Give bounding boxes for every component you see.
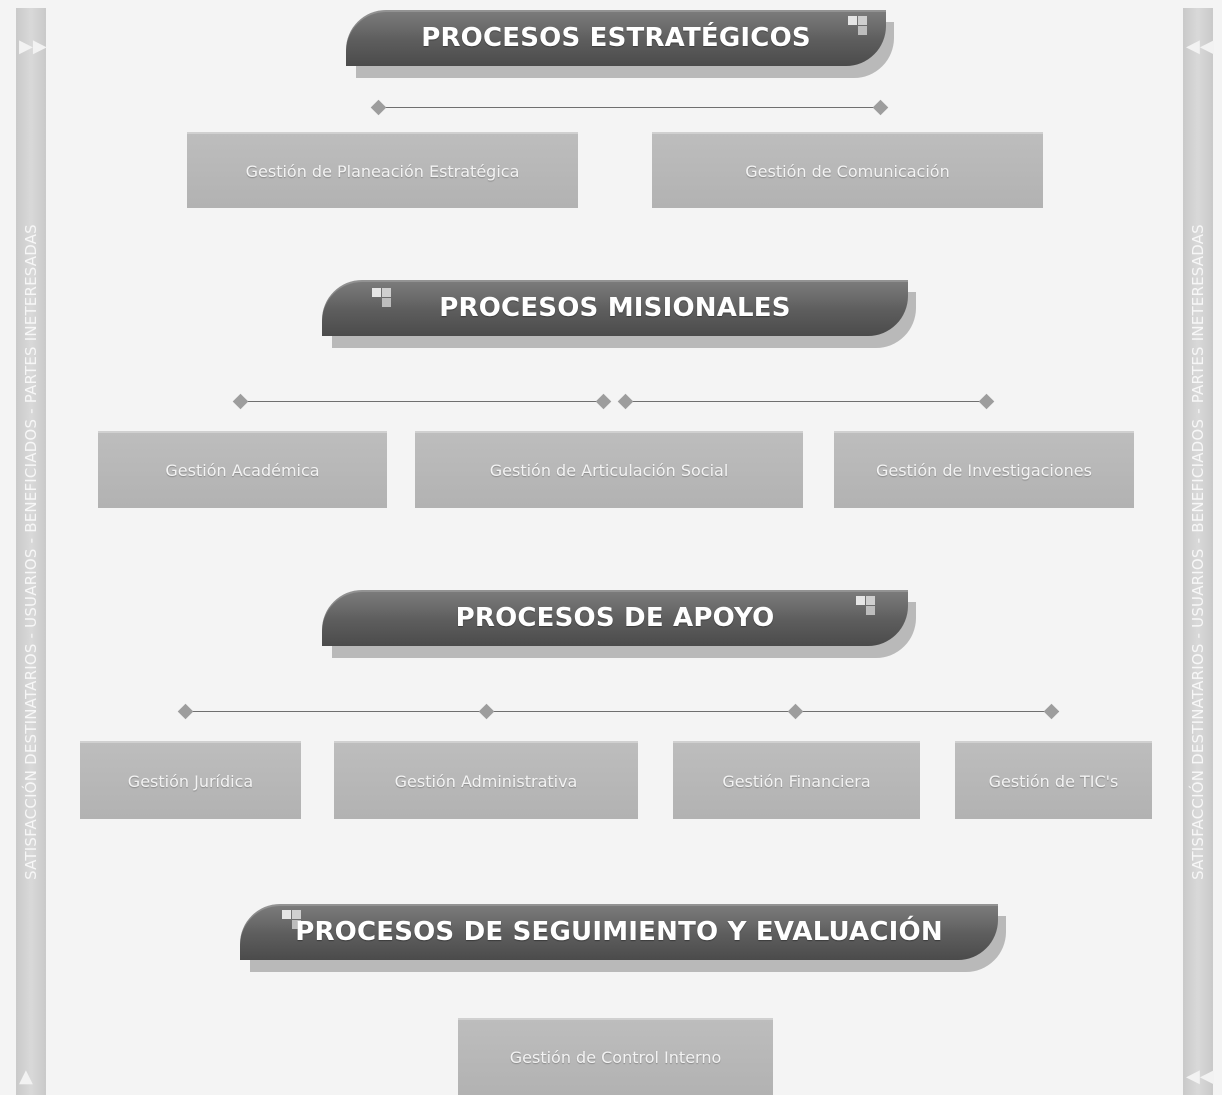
diamond-icon — [872, 99, 889, 116]
banner-procesos-misionales: PROCESOS MISIONALES — [322, 280, 916, 348]
double-arrow-left-icon: ◀◀ — [1186, 1066, 1214, 1087]
diamond-icon — [232, 393, 249, 410]
connector-line — [370, 99, 889, 116]
squares-icon — [282, 910, 304, 932]
left-side-bar: ▶▶ SATISFACCIÓN DESTINATARIOS - USUARIOS… — [16, 8, 47, 1095]
process-box: Gestión de Articulación Social — [415, 431, 803, 508]
banner-procesos-de-apoyo: PROCESOS DE APOYO — [322, 590, 916, 658]
process-label: Gestión de Comunicación — [745, 161, 950, 181]
section-title: PROCESOS DE SEGUIMIENTO Y EVALUACIÓN — [295, 917, 943, 947]
right-side-label: SATISFACCIÓN DESTINATARIOS - USUARIOS - … — [1189, 223, 1207, 880]
double-arrow-up-icon: ▲ — [19, 1066, 33, 1087]
diamond-icon — [787, 703, 804, 720]
process-box: Gestión Financiera — [673, 741, 920, 819]
double-arrow-left-icon: ◀◀ — [1186, 36, 1214, 57]
diamond-icon — [370, 99, 387, 116]
process-label: Gestión Jurídica — [127, 771, 254, 791]
process-box: Gestión de TIC's — [955, 741, 1152, 819]
process-box: Gestión Académica — [98, 431, 387, 508]
banner-body — [322, 590, 908, 646]
process-label: Gestión de Planeación Estratégica — [245, 161, 520, 181]
process-label: Gestión de Investigaciones — [876, 461, 1092, 480]
process-box: Gestión de Investigaciones — [834, 431, 1134, 508]
diamond-icon — [1043, 703, 1060, 720]
process-box: Gestión de Planeación Estratégica — [187, 132, 578, 208]
process-box: Gestión de Comunicación — [652, 132, 1043, 208]
connector-line — [617, 393, 995, 410]
left-side-label: SATISFACCIÓN DESTINATARIOS - USUARIOS - … — [22, 223, 40, 880]
banner-body — [346, 10, 886, 66]
right-side-bar: ◀◀ SATISFACCIÓN DESTINATARIOS - USUARIOS… — [1183, 8, 1214, 1095]
process-box: Gestión Jurídica — [80, 741, 301, 819]
process-label: Gestión Financiera — [722, 771, 871, 791]
connector-line — [177, 703, 1060, 720]
process-label: Gestión de Control Interno — [509, 1048, 722, 1067]
banner-body — [240, 904, 998, 960]
process-label: Gestión Administrativa — [394, 771, 578, 791]
process-box: Gestión Administrativa — [334, 741, 638, 819]
banner-procesos-estrategicos: PROCESOS ESTRATÉGICOS — [346, 10, 894, 78]
process-label: Gestión de TIC's — [988, 771, 1119, 791]
banner-body — [322, 280, 908, 336]
squares-icon — [856, 596, 878, 618]
connector-line — [232, 393, 612, 410]
double-arrow-right-icon: ▶▶ — [19, 36, 47, 57]
section-title: PROCESOS ESTRATÉGICOS — [421, 23, 811, 53]
banner-procesos-seguimiento-evaluacion: PROCESOS DE SEGUIMIENTO Y EVALUACIÓN — [240, 904, 1006, 972]
diamond-icon — [617, 393, 634, 410]
diamond-icon — [177, 703, 194, 720]
diamond-icon — [978, 393, 995, 410]
section-title: PROCESOS DE APOYO — [455, 603, 775, 633]
process-label: Gestión de Articulación Social — [489, 461, 729, 480]
section-title: PROCESOS MISIONALES — [439, 293, 791, 323]
process-label: Gestión Académica — [165, 461, 320, 480]
process-box: Gestión de Control Interno — [458, 1018, 773, 1095]
squares-icon — [848, 16, 870, 38]
diamond-icon — [595, 393, 612, 410]
squares-icon — [372, 288, 394, 310]
diamond-icon — [478, 703, 495, 720]
